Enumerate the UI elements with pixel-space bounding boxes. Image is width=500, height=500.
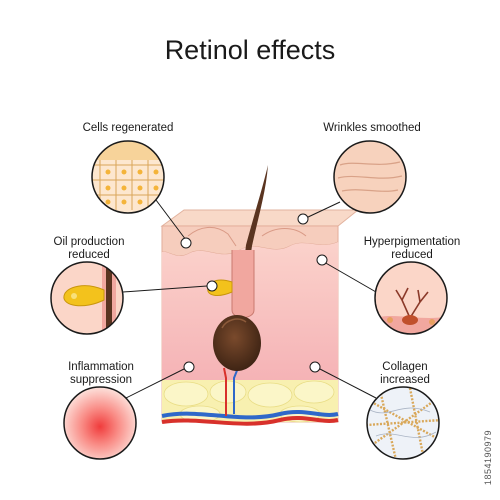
- inset-inflammation: [63, 386, 137, 460]
- connector-lines: [122, 199, 377, 399]
- stock-image-id: 1854190979: [483, 430, 493, 486]
- label-inflammation: Inflammation suppression: [68, 361, 134, 386]
- marker-circles: [180, 213, 328, 373]
- diagram-title: Retinol effects: [164, 35, 336, 65]
- label-oil-production: Oil production reduced: [53, 236, 125, 261]
- inset-hyperpigmentation: [374, 261, 448, 335]
- skin-block: [160, 165, 360, 426]
- inset-collagen: [366, 386, 440, 460]
- inset-cells-regenerated: [91, 140, 165, 214]
- inset-oil-production: [50, 261, 124, 335]
- inset-wrinkles-smoothed: [333, 140, 407, 214]
- label-collagen: Collagen increased: [380, 361, 430, 386]
- label-cells-regenerated: Cells regenerated: [82, 122, 174, 134]
- label-wrinkles-smoothed: Wrinkles smoothed: [323, 122, 421, 134]
- label-hyperpigmentation: Hyperpigmentation reduced: [363, 236, 461, 261]
